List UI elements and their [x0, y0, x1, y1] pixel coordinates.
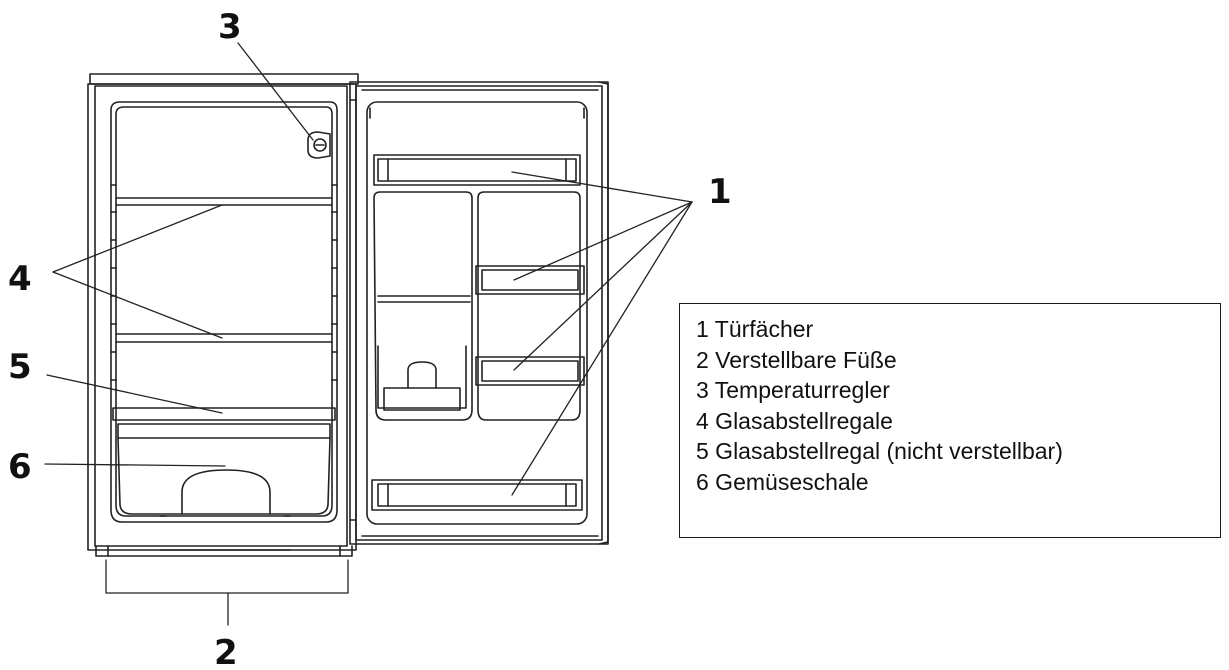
callout-1: 1 — [708, 172, 732, 212]
callout-5: 5 — [8, 347, 32, 387]
legend: 1 Türfächer 2 Verstellbare Füße 3 Temper… — [679, 303, 1221, 538]
leader-lines — [44, 42, 693, 626]
callout-4: 4 — [8, 259, 32, 299]
glass-shelf-upper — [115, 197, 333, 206]
fridge-cabinet — [87, 73, 359, 557]
fridge-door — [349, 81, 609, 545]
door-rack-middle-1 — [475, 265, 585, 295]
legend-item: 6 Gemüseschale — [696, 468, 869, 495]
legend-item: 1 Türfächer — [696, 316, 814, 342]
legend-item: 4 Glasabstellregale — [696, 407, 893, 434]
callout-3: 3 — [218, 7, 242, 47]
legend-item: 2 Verstellbare Füße — [696, 346, 897, 373]
door-rack-bottom — [371, 479, 583, 511]
door-rack-top — [373, 154, 581, 186]
legend-item: 3 Temperaturregler — [696, 377, 890, 403]
legend-item: 5 Glasabstellregal (nicht verstellbar) — [696, 438, 1063, 464]
door-rack-middle-2 — [475, 356, 585, 386]
glass-shelf-fixed — [112, 407, 336, 421]
vegetable-crisper — [117, 423, 331, 517]
glass-shelf-lower — [115, 333, 333, 343]
callout-2: 2 — [214, 633, 238, 670]
temperature-regulator — [307, 131, 331, 159]
callout-6: 6 — [8, 447, 32, 487]
